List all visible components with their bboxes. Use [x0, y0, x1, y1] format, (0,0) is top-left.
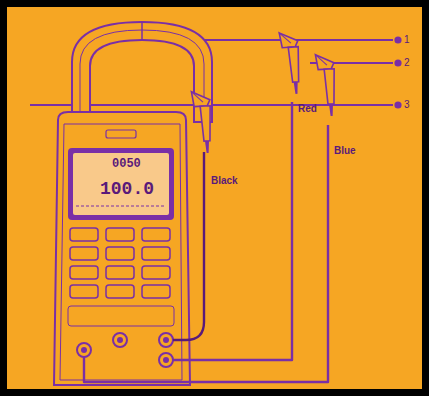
lead-color-label: Black: [211, 176, 238, 186]
lead-color-label: Red: [298, 104, 317, 114]
phase-number: 3: [404, 100, 410, 110]
display-reading: 0050: [112, 158, 141, 170]
lead-color-label: Blue: [334, 146, 356, 156]
display-reading: 100.0: [100, 180, 154, 198]
phase-number: 1: [404, 35, 410, 45]
phase-number: 2: [404, 58, 410, 68]
